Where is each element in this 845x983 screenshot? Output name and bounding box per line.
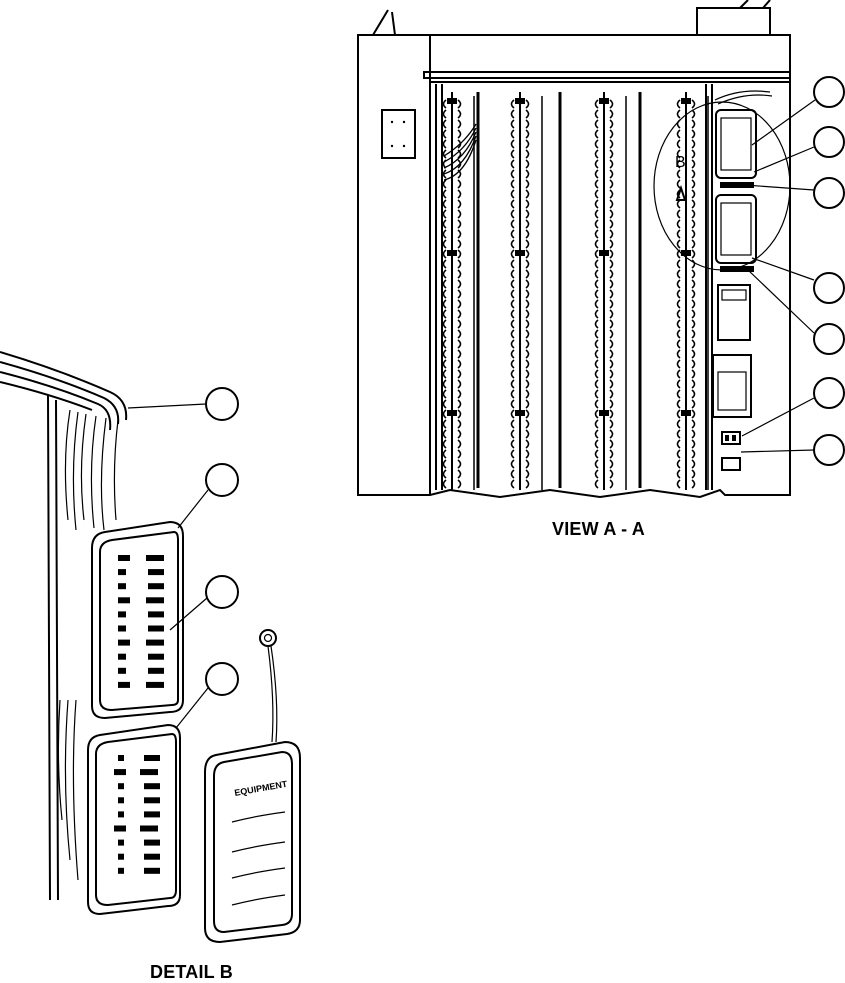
component-module-1 [717,284,751,341]
detail-callouts [127,387,239,729]
relay-slot [118,653,126,660]
callout-circle-d4 [175,662,239,729]
view-a-a-cabinet: B [357,0,791,499]
relay-slot [148,611,164,618]
terminal-rail [442,92,475,490]
relay-slot [118,811,124,818]
relay-slot [118,797,124,804]
relay-slot [148,583,164,590]
relay-slot [146,681,164,688]
relay-block-upper [715,109,757,179]
relay-slot [148,625,164,632]
relay-slot [118,667,126,674]
relay-slot [118,839,124,846]
relay-block-lower [715,194,757,264]
relay-slot [118,625,126,632]
callout-circle-d2 [177,463,239,529]
terminal-rail [676,92,709,490]
relay-slot [114,825,126,832]
detail-b-caption: DETAIL B [150,962,233,982]
relay-slot [118,583,126,590]
relay-slot [144,867,160,874]
callout-circle-4 [751,257,845,304]
terminal-rail [510,92,543,490]
relay-block-lower-detail [87,723,181,916]
view-a-a-caption: VIEW A - A [552,519,645,539]
callout-circle-7 [740,434,845,466]
relay-slot [144,797,160,804]
terminal-rail [594,92,627,490]
relay-slot [144,811,160,818]
callout-circle-2 [753,126,845,173]
relay-slot [118,569,126,576]
relay-slot [140,769,158,776]
component-module-2 [712,354,752,418]
small-terminal-block [721,431,741,445]
view-callouts [740,76,845,466]
relay-block-upper-detail [91,520,184,720]
detail-b-marker-circle [653,101,791,271]
relay-slot [148,569,164,576]
relay-slot [118,597,130,604]
relay-slot [144,853,160,860]
relay-slot [146,597,164,604]
relay-slot [118,755,124,761]
detail-b-marker-label: B [675,154,686,171]
relay-slot [144,839,160,846]
callout-circle-1 [751,76,845,146]
relay-slot [118,555,130,561]
relay-slot [144,755,160,761]
relay-slot [118,783,124,790]
relay-slot [140,825,158,832]
relay-slot [146,555,164,561]
relay-slot [118,681,130,688]
callout-circle-6 [741,377,845,437]
callout-circle-3 [744,177,845,209]
relay-slot [118,867,124,874]
terminal-rails [442,92,709,490]
side-label-plate [381,109,416,159]
callout-circle-d3 [169,575,239,631]
relay-slot [146,639,164,646]
detail-b-assembly: EQUIPMENT [0,351,301,944]
relay-slot [148,667,164,674]
relay-slot [118,853,124,860]
relay-slot [114,769,126,776]
callout-circle-d1 [127,387,239,421]
relay-slot [118,611,126,618]
callout-circle-5 [747,269,845,355]
relay-slot [118,639,130,646]
relay-slot [144,783,160,790]
relay-block-cover: EQUIPMENT [204,629,301,944]
relay-slot [148,653,164,660]
